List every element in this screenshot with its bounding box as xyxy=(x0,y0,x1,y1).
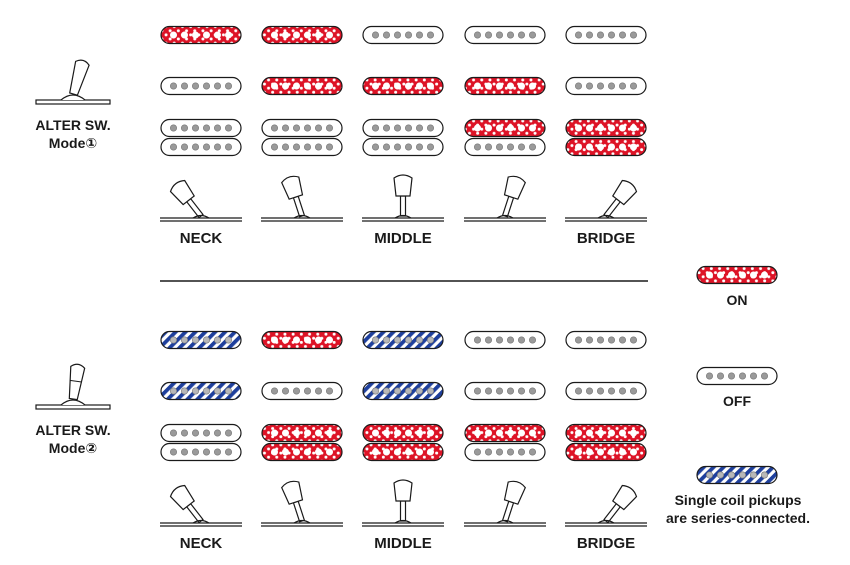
pickup-bridge-lower-1 xyxy=(160,442,242,462)
legend-series-label-2: are series-connected. xyxy=(666,510,810,526)
selector-tilt-left-icon xyxy=(160,179,242,222)
pickup-neck-1 xyxy=(160,330,242,350)
pickup-neck-4 xyxy=(464,330,546,350)
position-label-neck: NECK xyxy=(180,230,223,247)
alter-switch-mode: Mode② xyxy=(49,440,97,456)
legend-off-label: OFF xyxy=(723,393,751,409)
pickup-bridge-upper-5 xyxy=(565,423,647,443)
legend-off-swatch xyxy=(696,366,778,386)
pickup-bridge-upper-3 xyxy=(362,118,444,138)
pickup-bridge-upper-1 xyxy=(160,423,242,443)
pickup-bridge-upper-3 xyxy=(362,423,444,443)
pickup-bridge-upper-1 xyxy=(160,118,242,138)
pickup-middle-5 xyxy=(565,381,647,401)
mode-block-1: NECK MIDDLE BRIDGE ALTER SW. Mode① xyxy=(35,25,647,247)
pickup-middle-4 xyxy=(464,76,546,96)
position-label-middle: MIDDLE xyxy=(374,230,432,247)
mode-block-2: NECK MIDDLE BRIDGE ALTER SW. Mode② xyxy=(35,330,647,552)
pickup-neck-5 xyxy=(565,330,647,350)
pickup-bridge-lower-4 xyxy=(464,442,546,462)
selector-lean-left-icon xyxy=(261,480,343,527)
pickup-bridge-lower-3 xyxy=(362,442,444,462)
pickup-neck-3 xyxy=(362,330,444,350)
alter-switch-mode: Mode① xyxy=(49,135,97,151)
pickup-bridge-lower-5 xyxy=(565,442,647,462)
position-label-neck: NECK xyxy=(180,535,223,552)
pickup-bridge-upper-2 xyxy=(261,118,343,138)
pickup-bridge-lower-5 xyxy=(565,137,647,157)
position-label-middle: MIDDLE xyxy=(374,535,432,552)
pickup-bridge-lower-2 xyxy=(261,442,343,462)
pickup-middle-3 xyxy=(362,381,444,401)
pickup-bridge-upper-4 xyxy=(464,423,546,443)
legend: ON OFF Single coil pickups are series-conne… xyxy=(666,265,810,526)
pickup-bridge-lower-3 xyxy=(362,137,444,157)
pickup-neck-4 xyxy=(464,25,546,45)
pickup-bridge-upper-4 xyxy=(464,118,546,138)
selector-center-icon xyxy=(362,479,444,527)
alter-switch-label: ALTER SW. xyxy=(35,422,110,438)
legend-series-swatch xyxy=(696,465,778,485)
pickup-middle-5 xyxy=(565,76,647,96)
pickup-bridge-upper-2 xyxy=(261,423,343,443)
selector-lean-right-icon xyxy=(464,480,546,527)
selector-center-icon xyxy=(362,174,444,222)
selector-tilt-right-icon xyxy=(565,179,647,222)
pickup-neck-2 xyxy=(261,25,343,45)
pickup-bridge-lower-4 xyxy=(464,137,546,157)
selector-lean-left-icon xyxy=(261,175,343,222)
legend-on-label: ON xyxy=(727,292,748,308)
pickup-bridge-lower-2 xyxy=(261,137,343,157)
pickup-middle-1 xyxy=(160,76,242,96)
pickup-neck-1 xyxy=(160,25,242,45)
selector-tilt-right-icon xyxy=(565,484,647,527)
pickup-middle-4 xyxy=(464,381,546,401)
selector-lean-right-icon xyxy=(464,175,546,222)
alter-switch-label: ALTER SW. xyxy=(35,117,110,133)
pickup-neck-2 xyxy=(261,330,343,350)
pickup-middle-2 xyxy=(261,76,343,96)
alter-switch-icon xyxy=(35,59,111,105)
position-label-bridge: BRIDGE xyxy=(577,535,635,552)
pickup-middle-2 xyxy=(261,381,343,401)
pickup-middle-3 xyxy=(362,76,444,96)
legend-series-label-1: Single coil pickups xyxy=(675,492,802,508)
legend-on-swatch xyxy=(696,265,778,285)
pickup-bridge-upper-5 xyxy=(565,118,647,138)
position-label-bridge: BRIDGE xyxy=(577,230,635,247)
alter-switch-icon xyxy=(35,363,111,410)
selector-tilt-left-icon xyxy=(160,484,242,527)
pickup-neck-5 xyxy=(565,25,647,45)
pickup-bridge-lower-1 xyxy=(160,137,242,157)
pickup-middle-1 xyxy=(160,381,242,401)
pickup-neck-3 xyxy=(362,25,444,45)
